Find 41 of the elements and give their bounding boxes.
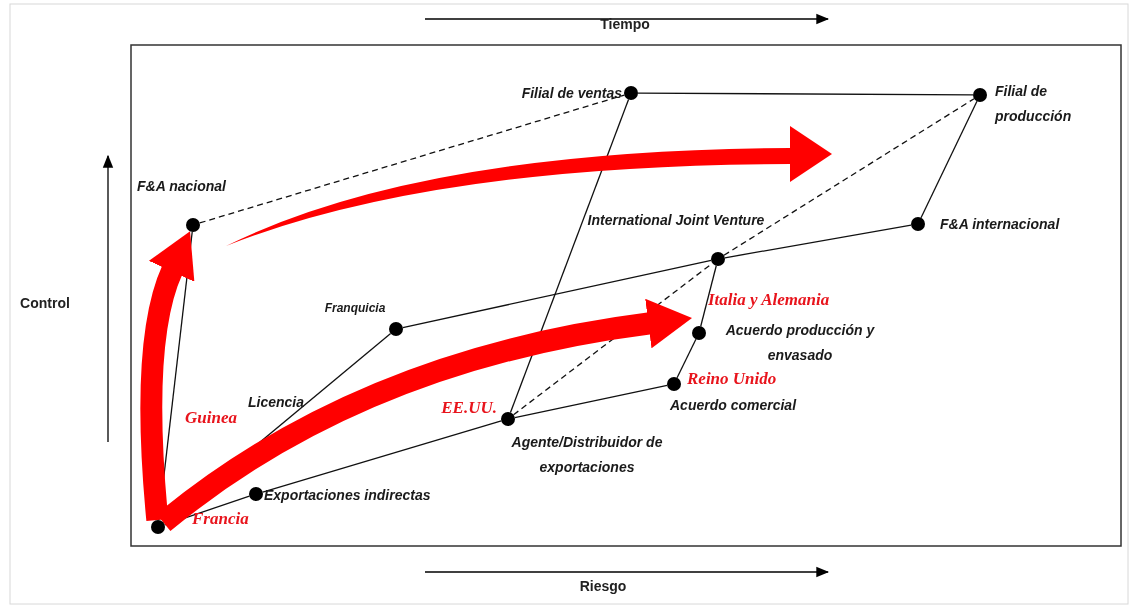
connector-line: [514, 384, 668, 419]
point-label: Agente/Distribuidor de exportaciones: [510, 433, 664, 477]
point-dot: [692, 326, 706, 340]
connector-line: [676, 338, 697, 379]
connector-line: [262, 420, 502, 493]
point-label: Acuerdo producción y envasado: [724, 321, 876, 365]
connector-line: [700, 265, 717, 327]
point-label: F&A nacional: [137, 177, 226, 196]
dashed-line: [199, 94, 625, 224]
axis-label: Riesgo: [579, 578, 627, 594]
country-label: Italia y Alemania: [708, 290, 830, 310]
point-dot: [667, 377, 681, 391]
point-label: International Joint Venture: [586, 211, 766, 230]
point-dot: [186, 218, 200, 232]
connector-line: [637, 92, 974, 96]
connector-line: [920, 100, 978, 219]
point-dot: [249, 487, 263, 501]
axis-label: Tiempo: [600, 16, 650, 32]
point-dot: [389, 322, 403, 336]
point-dot: [911, 217, 925, 231]
point-label: Licencia: [248, 393, 305, 412]
point-label: Acuerdo comercial: [670, 396, 797, 415]
country-label: Reino Unido: [687, 369, 777, 389]
point-label: F&A internacional: [940, 215, 1060, 234]
axis-label: Control: [20, 295, 70, 311]
point-dot: [973, 88, 987, 102]
dashed-line: [723, 98, 975, 256]
point-dot: [711, 252, 725, 266]
point-label: Franquicia: [324, 300, 386, 317]
point-dot: [501, 412, 515, 426]
country-label: EE.UU.: [441, 398, 497, 418]
country-label: Guinea: [185, 408, 237, 428]
point-label: Exportaciones indirectas: [264, 486, 431, 505]
country-label: Francia: [192, 509, 249, 529]
connector-line: [402, 259, 712, 329]
thick-arrow: [140, 230, 195, 521]
point-dot: [624, 86, 638, 100]
point-label: Filial de producción: [995, 82, 1073, 126]
point-dot: [151, 520, 165, 534]
connector-line: [724, 224, 912, 259]
point-label: Filial de ventas: [521, 84, 622, 103]
